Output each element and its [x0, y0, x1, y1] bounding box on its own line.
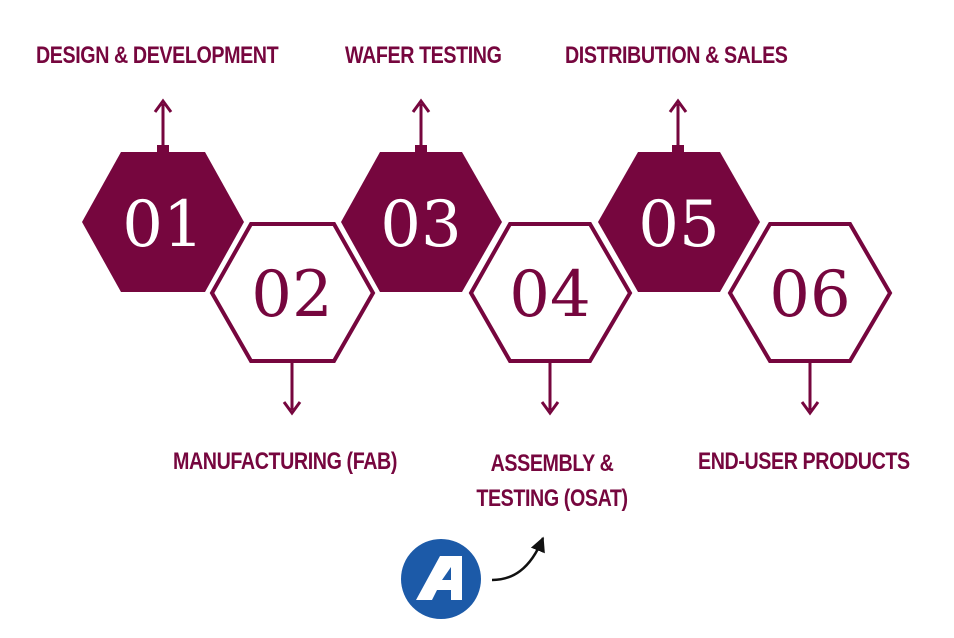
hexagon-02-number: 02	[251, 258, 332, 332]
label-design-development: DESIGN & DEVELOPMENT	[36, 42, 279, 69]
label-assembly-line2: TESTING (OSAT)	[476, 484, 628, 512]
hexagon-01: 01	[82, 152, 244, 292]
connector-01	[153, 98, 173, 155]
a-logo-icon	[401, 539, 481, 619]
hexagon-01-number: 01	[122, 188, 203, 262]
hexagon-06: 06	[727, 222, 893, 363]
label-distribution-sales: DISTRIBUTION & SALES	[565, 42, 788, 69]
hexagon-03-number: 03	[380, 188, 461, 262]
connector-03	[411, 98, 431, 155]
connector-05	[668, 98, 688, 155]
hexagon-05: 05	[598, 152, 760, 292]
hexagon-04-number: 04	[509, 258, 590, 332]
hexagon-04: 04	[468, 222, 633, 363]
curved-arrow-icon	[491, 536, 545, 582]
hexagon-06-number: 06	[769, 258, 850, 332]
hexagon-05-number: 05	[638, 188, 719, 262]
label-assembly-testing: ASSEMBLY & TESTING (OSAT)	[476, 447, 628, 517]
label-end-user-products: END-USER PRODUCTS	[698, 448, 910, 475]
hexagon-02: 02	[209, 222, 376, 363]
label-wafer-testing: WAFER TESTING	[345, 42, 502, 69]
label-assembly-line1: ASSEMBLY &	[490, 450, 614, 477]
label-manufacturing-fab: MANUFACTURING (FAB)	[173, 448, 397, 475]
hexagon-03: 03	[341, 152, 502, 292]
